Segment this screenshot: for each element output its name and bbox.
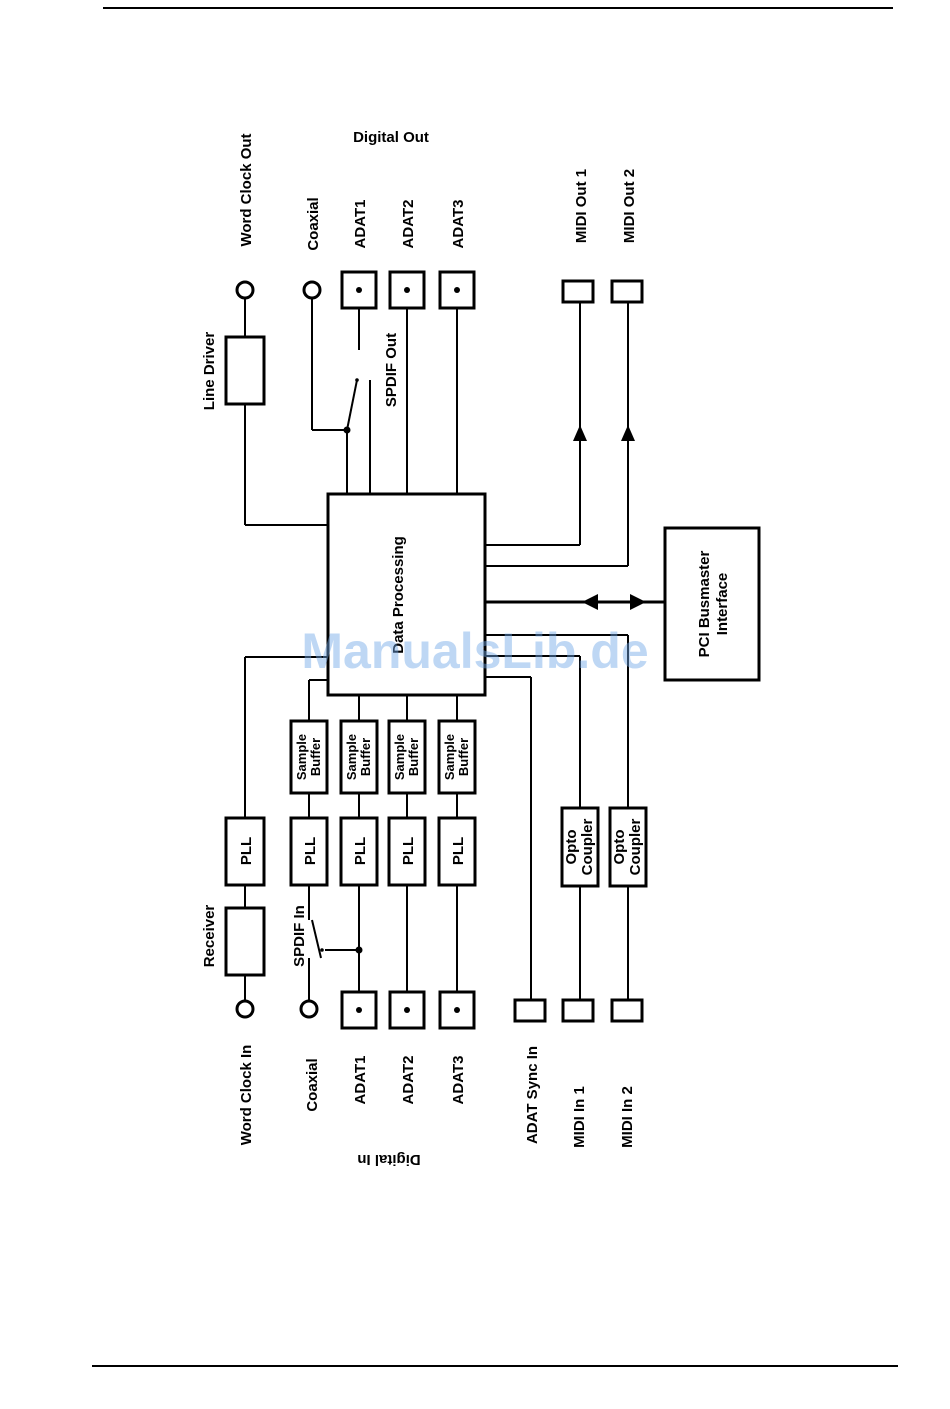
adat3-out-label: ADAT3 xyxy=(450,200,467,249)
midi-in-2-opto-coupler xyxy=(608,806,648,888)
adat-sync-in-port xyxy=(513,998,547,1023)
coaxial-in-label: Coaxial xyxy=(304,1058,321,1111)
wc-pll-block xyxy=(224,816,266,887)
watermark: ManualsLib.de xyxy=(301,623,648,679)
word-clock-in-jack xyxy=(235,999,255,1019)
adat2-in-port xyxy=(388,990,426,1030)
midi-in-2-label: MIDI In 2 xyxy=(619,1086,636,1148)
midi-in-1-opto-label-2: Coupler xyxy=(579,819,596,876)
spdif-out-switch-contact xyxy=(355,378,359,382)
spdif-in-switch-contact xyxy=(320,948,324,952)
receiver-block xyxy=(224,906,266,977)
adat1-out-label: ADAT1 xyxy=(352,200,369,249)
word-clock-in-label: Word Clock In xyxy=(238,1045,255,1146)
adat2-out-label: ADAT2 xyxy=(400,200,417,249)
word-clock-out-label: Word Clock Out xyxy=(238,133,255,246)
coaxial-out-label: Coaxial xyxy=(305,197,322,250)
midi-out-2-arrow xyxy=(621,425,635,441)
pci-label-line1: PCI Busmaster xyxy=(696,550,713,657)
adat1-in-label: ADAT1 xyxy=(352,1056,369,1105)
coaxial-in-jack xyxy=(299,999,319,1019)
spdif-out-switch-arm xyxy=(346,379,358,431)
midi-out-1-label: MIDI Out 1 xyxy=(573,169,590,243)
midi-out-1-port xyxy=(561,279,595,304)
spdif-pll-label: PLL xyxy=(302,837,319,865)
adat3-sample-buffer xyxy=(437,719,477,795)
pci-busmaster-block xyxy=(663,526,761,682)
spdif-buffer-label-2: Buffer xyxy=(308,738,323,776)
adat-sync-in-label: ADAT Sync In xyxy=(524,1046,541,1144)
data-processing-block xyxy=(326,492,487,697)
word-clock-out-jack xyxy=(235,280,255,300)
adat2-in-port-dot xyxy=(404,1007,410,1013)
adat1-pll-label: PLL xyxy=(352,837,369,865)
spdif-sample-buffer xyxy=(289,719,329,795)
adat1-out-port-dot xyxy=(356,287,362,293)
data-processing-label: Data Processing xyxy=(390,536,407,654)
pci-bus-arrow-left xyxy=(582,594,598,610)
spdif-pll-block xyxy=(289,816,329,887)
adat2-buffer-label-2: Buffer xyxy=(406,738,421,776)
line-driver-block xyxy=(224,335,266,406)
adat2-sample-buffer xyxy=(387,719,427,795)
digital-in-label: Digital In xyxy=(357,1151,420,1168)
spdif-in-switch-arm xyxy=(311,919,322,959)
adat3-in-port-dot xyxy=(454,1007,460,1013)
adat3-buffer-label-1: Sample xyxy=(442,734,457,780)
adat1-buffer-label-1: Sample xyxy=(344,734,359,780)
midi-out-2-label: MIDI Out 2 xyxy=(621,169,638,243)
adat3-pll-label: PLL xyxy=(450,837,467,865)
adat3-buffer-label-2: Buffer xyxy=(456,738,471,776)
midi-in-1-opto-label-1: Opto xyxy=(563,830,580,865)
digital-out-label: Digital Out xyxy=(353,129,429,146)
spdif-buffer-label-1: Sample xyxy=(294,734,309,780)
spdif-in-label: SPDIF In xyxy=(291,905,308,967)
line-driver-label: Line Driver xyxy=(201,332,218,411)
adat3-in-port xyxy=(438,990,476,1030)
adat2-out-port-dot xyxy=(404,287,410,293)
adat2-in-label: ADAT2 xyxy=(400,1056,417,1105)
midi-out-1-arrow xyxy=(573,425,587,441)
adat1-buffer-label-2: Buffer xyxy=(358,738,373,776)
adat1-in-port-dot xyxy=(356,1007,362,1013)
spdif-out-label: SPDIF Out xyxy=(383,333,400,407)
adat3-in-label: ADAT3 xyxy=(450,1056,467,1105)
midi-in-2-opto-label-2: Coupler xyxy=(627,819,644,876)
adat2-pll-label: PLL xyxy=(400,837,417,865)
adat2-buffer-label-1: Sample xyxy=(392,734,407,780)
pci-label-line2: Interface xyxy=(714,573,731,636)
midi-in-1-port xyxy=(561,998,595,1023)
pci-bus-arrow-right xyxy=(630,594,646,610)
coaxial-out-jack xyxy=(302,280,322,300)
wc-pll-label: PLL xyxy=(238,837,255,865)
midi-in-2-port xyxy=(610,998,644,1023)
adat3-out-port-dot xyxy=(454,287,460,293)
midi-in-1-label: MIDI In 1 xyxy=(571,1086,588,1148)
adat2-pll-block xyxy=(387,816,427,887)
midi-in-2-opto-label-1: Opto xyxy=(611,830,628,865)
receiver-label: Receiver xyxy=(201,905,218,968)
midi-out-2-port xyxy=(610,279,644,304)
